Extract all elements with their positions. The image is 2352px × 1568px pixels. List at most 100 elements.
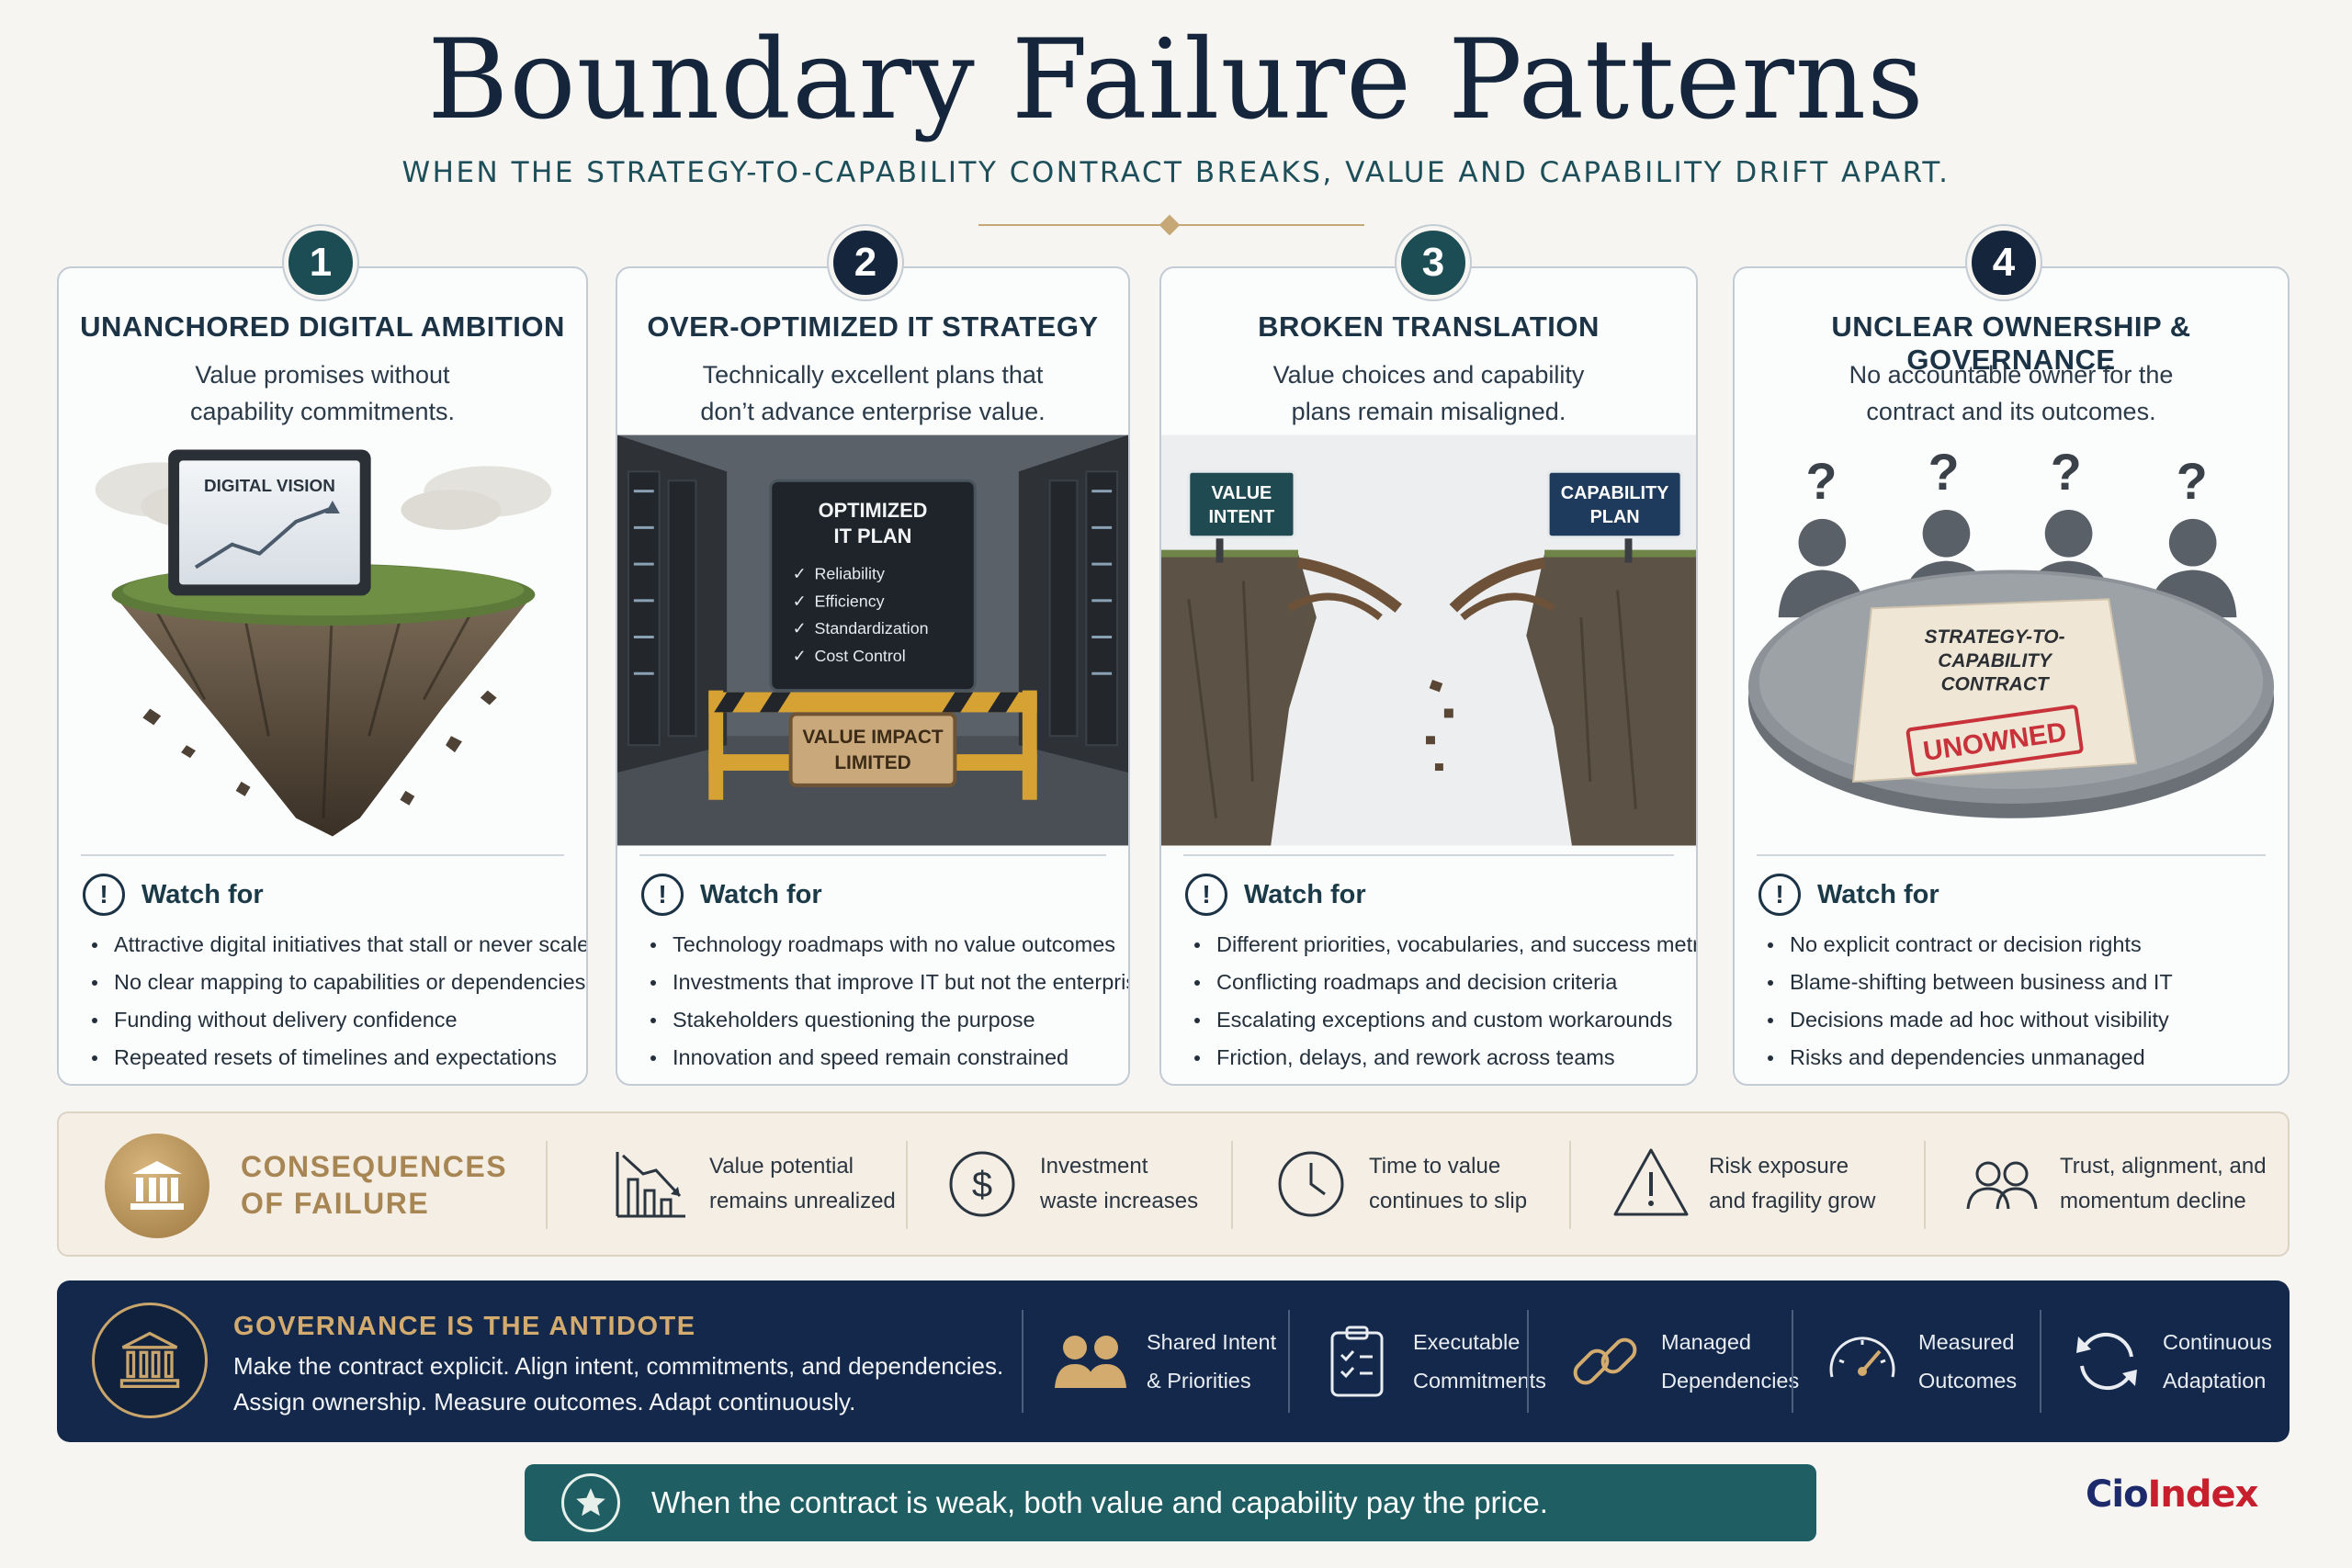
card-separator: [81, 854, 564, 856]
pattern-card-unclear-ownership: UNCLEAR OWNERSHIP & GOVERNANCE No accoun…: [1733, 266, 2290, 1086]
card-description: No accountable owner for the contract an…: [1849, 361, 2174, 425]
pattern-card-broken-translation: BROKEN TRANSLATION Value choices and cap…: [1159, 266, 1698, 1086]
list-item: Attractive digital initiatives that stal…: [83, 926, 586, 964]
warning-icon: [1613, 1148, 1689, 1216]
watch-for-header: ! Watch for: [1758, 871, 1939, 919]
consequences-title: CONSEQUENCES OF FAILURE: [241, 1150, 508, 1220]
card-title: UNCLEAR OWNERSHIP & GOVERNANCE: [1831, 310, 2191, 376]
svg-text:VALUE: VALUE: [1211, 483, 1272, 503]
question-mark-icon: ?: [2051, 444, 2082, 501]
divider: [1527, 1310, 1529, 1413]
clock-icon: [1278, 1151, 1344, 1217]
card-number-badge: 3: [1396, 226, 1470, 299]
watch-for-header: ! Watch for: [641, 871, 822, 919]
governance-band: GOVERNANCE IS THE ANTIDOTE Make the cont…: [57, 1280, 2290, 1442]
page-title: Boundary Failure Patterns: [427, 17, 1925, 144]
divider: [1288, 1310, 1290, 1413]
check-icon: ✓: [793, 647, 807, 665]
divider: [1022, 1310, 1023, 1413]
svg-text:CONTRACT: CONTRACT: [1941, 674, 2051, 695]
gauge-icon: [1829, 1337, 1895, 1378]
governance-title: GOVERNANCE IS THE ANTIDOTE: [233, 1312, 696, 1341]
svg-text:STRATEGY-TO-: STRATEGY-TO-: [1925, 626, 2065, 648]
divider-diamond-icon: [1159, 214, 1181, 236]
server-room-illustration: OPTIMIZED IT PLAN ✓ Reliability ✓ Effici…: [617, 434, 1128, 847]
list-item: No explicit contract or decision rights: [1758, 926, 2273, 964]
svg-text:OPTIMIZED: OPTIMIZED: [819, 499, 928, 522]
card-description: Value choices and capability plans remai…: [1272, 361, 1585, 425]
question-mark-icon: ?: [1928, 444, 1960, 501]
pattern-card-over-optimized-it: OVER-OPTIMIZED IT STRATEGY Technically e…: [616, 266, 1130, 1086]
exclamation-icon: !: [83, 874, 125, 916]
card-description: Technically excellent plans that don’t a…: [700, 361, 1046, 425]
svg-text:PLAN: PLAN: [1590, 507, 1640, 527]
list-item: Innovation and speed remain constrained: [641, 1039, 1114, 1077]
check-icon: ✓: [793, 619, 807, 637]
watch-for-list: Different priorities, vocabularies, and …: [1185, 926, 1696, 1077]
list-item: Investments that improve IT but not the …: [641, 964, 1128, 1001]
footer-text: When the contract is weak, both value an…: [651, 1485, 1548, 1519]
svg-text:LIMITED: LIMITED: [834, 752, 910, 773]
refresh-icon: [2076, 1332, 2137, 1391]
dollar-icon: $: [949, 1151, 1015, 1217]
check-icon: ✓: [793, 564, 807, 582]
divider: [2040, 1310, 2041, 1413]
svg-text:CAPABILITY: CAPABILITY: [1561, 483, 1669, 503]
question-mark-icon: ?: [2177, 453, 2208, 510]
list-item: No clear mapping to capabilities or depe…: [83, 964, 585, 1001]
card-separator: [639, 854, 1106, 856]
list-item: Friction, delays, and rework across team…: [1185, 1039, 1681, 1077]
institution-icon: [105, 1134, 209, 1238]
pattern-card-unanchored-ambition: UNANCHORED DIGITAL AMBITION Value promis…: [57, 266, 588, 1086]
link-icon: [1573, 1337, 1637, 1385]
clipboard-icon: [1330, 1325, 1384, 1397]
governance-text: Make the contract explicit. Align intent…: [233, 1352, 1004, 1416]
floating-island-illustration: DIGITAL VISION: [59, 434, 586, 847]
exclamation-icon: !: [641, 874, 684, 916]
watch-for-header: ! Watch for: [1185, 871, 1366, 919]
list-item: Blame-shifting between business and IT: [1758, 964, 2273, 1001]
watch-for-header: ! Watch for: [83, 871, 264, 919]
card-number-badge: 2: [829, 226, 902, 299]
divider: [1569, 1141, 1571, 1229]
list-item: Escalating exceptions and custom workaro…: [1185, 1001, 1681, 1039]
svg-text:Standardization: Standardization: [814, 619, 928, 637]
svg-text:VALUE IMPACT: VALUE IMPACT: [802, 727, 944, 748]
list-item: Funding without delivery confidence: [83, 1001, 571, 1039]
watch-for-list: No explicit contract or decision rights …: [1758, 926, 2273, 1077]
broken-bridge-icon: VALUE INTENT CAPABILITY PLAN: [1161, 434, 1696, 846]
svg-text:CAPABILITY: CAPABILITY: [1938, 650, 2053, 671]
people-icon: [1966, 1161, 2038, 1210]
exclamation-icon: !: [1758, 874, 1801, 916]
svg-text:IT PLAN: IT PLAN: [834, 525, 912, 547]
footer-banner: When the contract is weak, both value an…: [525, 1464, 1816, 1541]
divider: [1792, 1310, 1793, 1413]
list-item: Stakeholders questioning the purpose: [641, 1001, 1114, 1039]
floating-island-icon: DIGITAL VISION: [95, 449, 552, 837]
star-icon: [561, 1473, 620, 1532]
card-title: UNANCHORED DIGITAL AMBITION: [80, 310, 565, 343]
page-subtitle: WHEN THE STRATEGY-TO-CAPABILITY CONTRACT…: [401, 156, 1951, 189]
svg-text:DIGITAL VISION: DIGITAL VISION: [204, 476, 335, 495]
boardroom-table-icon: ? ? ? ? STRATEGY-TO- CAPABILITY CONTRACT…: [1747, 444, 2275, 818]
card-number-badge: 4: [1967, 226, 2041, 299]
divider: [1231, 1141, 1233, 1229]
card-number-badge: 1: [284, 226, 357, 299]
card-separator: [1757, 854, 2266, 856]
divider: [1924, 1141, 1926, 1229]
watch-for-list: Attractive digital initiatives that stal…: [83, 926, 586, 1077]
list-item: Technology roadmaps with no value outcom…: [641, 926, 1115, 964]
check-icon: ✓: [793, 592, 807, 610]
people-icon: [1055, 1336, 1126, 1388]
svg-text:Reliability: Reliability: [814, 564, 884, 582]
list-item: Conflicting roadmaps and decision criter…: [1185, 964, 1681, 1001]
list-item: Repeated resets of timelines and expecta…: [83, 1039, 571, 1077]
